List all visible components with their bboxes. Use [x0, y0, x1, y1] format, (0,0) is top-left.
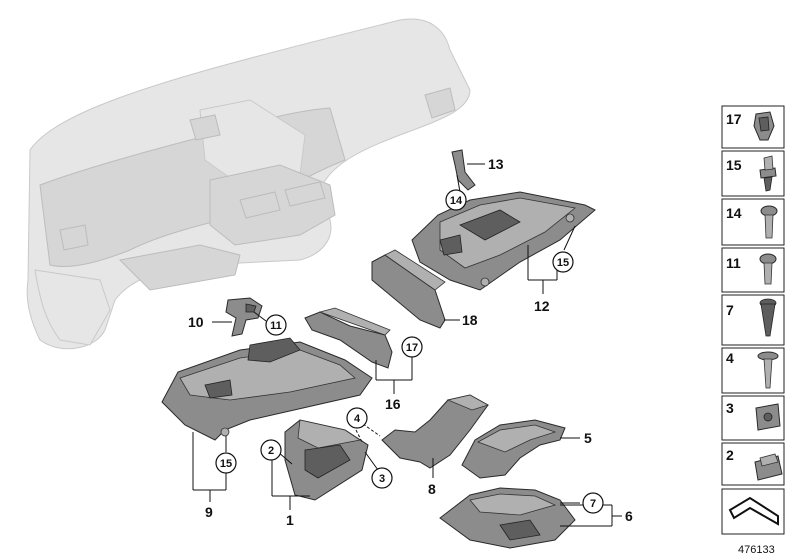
callout-10: 10: [188, 314, 204, 330]
legend-number-7: 7: [726, 302, 734, 318]
oval-head-screw-icon: [759, 253, 777, 285]
callout-4: 4: [354, 413, 361, 425]
legend-number-2: 2: [726, 447, 734, 463]
legend-row-17: 17: [721, 105, 785, 149]
self-tapping-screw-icon: [757, 351, 779, 389]
callout-circle-2: 2: [260, 439, 282, 461]
callout-17: 17: [406, 342, 418, 354]
callout-3: 3: [379, 473, 385, 485]
legend-row-3: 3: [721, 395, 785, 441]
callout-7: 7: [590, 498, 596, 510]
callout-1: 1: [286, 512, 294, 528]
leader-lines: [192, 163, 622, 527]
legend-row-11: 11: [721, 247, 785, 293]
callout-8: 8: [428, 481, 436, 497]
callout-18: 18: [462, 312, 478, 328]
lower-trim-panel-part-9: [161, 337, 373, 441]
storage-tray-part-1: [284, 419, 369, 501]
clip-nut-icon: [754, 453, 783, 481]
callout-14: 14: [450, 195, 463, 207]
bracket-part-13: [451, 149, 476, 191]
dashboard-context: [26, 18, 471, 350]
column-shroud-upper-part-5: [461, 419, 566, 479]
expanding-rivet-icon: [759, 155, 777, 192]
legend-row-7: 7: [721, 294, 785, 346]
callout-13: 13: [488, 156, 504, 172]
legend-row-14: 14: [721, 198, 785, 246]
knee-panel-part-18: [371, 249, 446, 329]
callout-5: 5: [584, 430, 592, 446]
callout-12: 12: [534, 298, 550, 314]
plastic-rivet-icon: [759, 298, 777, 337]
callout-2: 2: [268, 445, 274, 457]
callout-circle-7: 7: [582, 492, 604, 514]
callout-9: 9: [205, 504, 213, 520]
callout-16: 16: [385, 396, 401, 412]
legend-row-4: 4: [721, 347, 785, 394]
legend-number-4: 4: [726, 350, 734, 366]
torx-screw-icon: [760, 205, 778, 239]
callout-15-lower: 15: [220, 458, 232, 470]
legend-footer: [721, 488, 785, 535]
callout-circle-15-upper: 15: [552, 251, 574, 273]
legend-number-11: 11: [726, 255, 741, 271]
bracket-part-10: [225, 297, 263, 337]
trim-strip-part-16: [304, 307, 393, 369]
bracket-symbol-icon: [728, 496, 779, 526]
document-number: 476133: [738, 544, 775, 556]
legend-number-3: 3: [726, 400, 734, 416]
column-trim-part-8: [381, 394, 490, 469]
push-clip-icon: [753, 111, 775, 141]
callout-15-upper: 15: [557, 257, 569, 269]
callout-circle-11: 11: [265, 314, 287, 336]
legend-number-14: 14: [726, 205, 742, 221]
callout-circle-17: 17: [401, 336, 423, 358]
legend-number-15: 15: [726, 157, 742, 173]
callout-circle-4: 4: [346, 407, 368, 429]
column-shroud-lower-part-6: [439, 487, 576, 549]
legend-row-15: 15: [721, 150, 785, 197]
callout-circle-15-lower: 15: [215, 452, 237, 474]
fastener-legend: 17 15 14 11: [721, 105, 785, 535]
lower-panel-part-12: [411, 191, 596, 291]
legend-row-2: 2: [721, 442, 785, 486]
legend-number-17: 17: [726, 111, 742, 127]
callout-circle-14: 14: [445, 189, 467, 211]
callout-circle-3: 3: [371, 467, 393, 489]
callout-11: 11: [270, 320, 282, 332]
speed-nut-icon: [755, 403, 781, 431]
callout-6: 6: [625, 508, 633, 524]
